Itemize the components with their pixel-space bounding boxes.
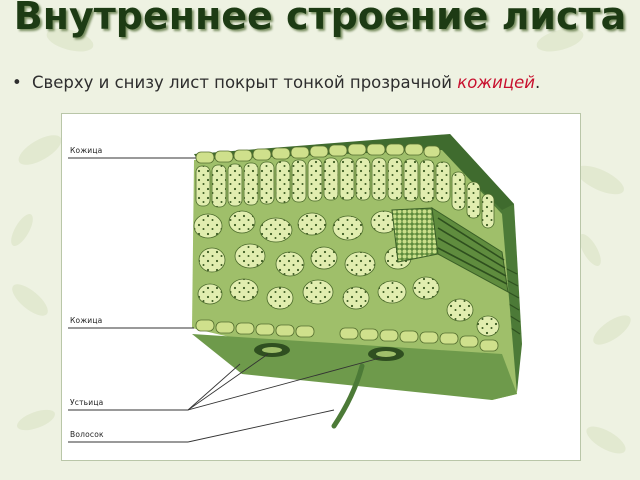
leader-lines [68,157,381,443]
lower-epidermis-cells [195,319,499,352]
leaf-hair [331,363,365,429]
palisade-cells [195,157,495,229]
bullet-text-emphasis: кожицей [457,73,535,92]
bullet-marker: • [12,73,22,92]
upper-epidermis-cells [195,143,441,164]
label-stomata: Устьица [70,398,104,407]
vascular-bundle [391,207,509,293]
slide-title: Внутреннее строение листа [13,0,627,38]
label-lower-epidermis: Кожица [70,316,103,325]
spongy-cells [193,210,500,337]
bullet-text-suffix: . [535,73,541,92]
bullet-text-prefix: Сверху и снизу лист покрыт тонкой прозра… [32,73,452,92]
leaf-diagram-panel: Кожица Кожица Устьица Волосок [61,113,581,461]
label-upper-epidermis: Кожица [70,146,103,155]
leaf-cross-section-illustration [68,134,522,443]
stomata [254,343,404,361]
bullet-text: Сверху и снизу лист покрыт тонкой прозра… [32,72,612,94]
label-hair: Волосок [70,430,104,439]
